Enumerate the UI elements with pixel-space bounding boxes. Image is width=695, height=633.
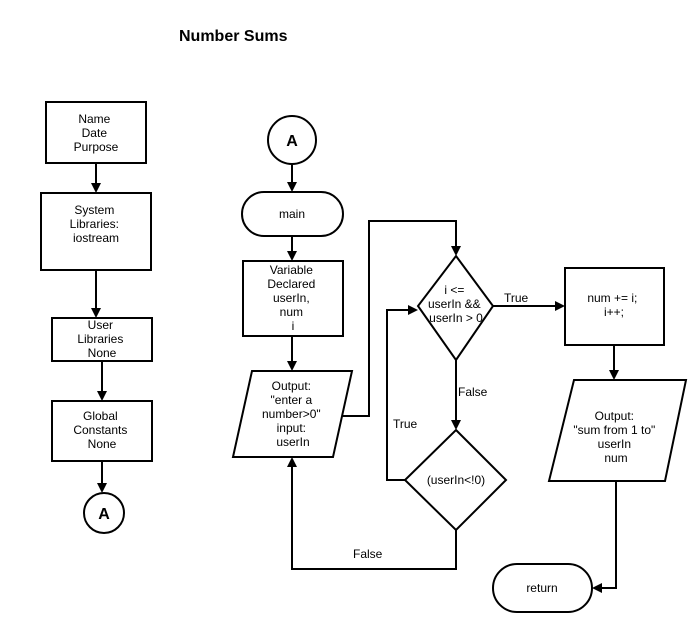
arrowhead [555,301,565,311]
input-output-label: Output: "enter a number>0" input: userIn [262,379,324,449]
edge-validate-true [386,309,409,481]
validate-true-label: True [393,417,418,431]
loop-false-label: False [458,385,488,399]
connector-out-label: A [98,506,110,523]
edge-io-to-loop [342,220,457,417]
result-output-label: Output: "sum from 1 to" userIn num [573,409,658,465]
connector-in-label: A [286,133,298,150]
system-libraries-label: System Libraries: iostream [70,203,123,245]
header-block-node [45,101,147,164]
input-output-node [231,370,354,458]
arrowhead [287,457,297,467]
validate-false-label: False [353,547,383,561]
arrowhead [97,391,107,401]
arrowhead [451,246,461,256]
connector-out-node [83,492,125,534]
arrowhead [91,308,101,318]
arrowhead [97,483,107,493]
variables-node [242,260,344,337]
user-libraries-label: User Libraries None [77,318,126,360]
loop-body-node [564,267,665,346]
return-terminal-label: return [526,581,557,595]
validate-condition-label: (userIn<!0) [427,473,485,487]
arrowhead [592,583,602,593]
global-constants-node [51,400,153,462]
user-libraries-node [51,317,153,362]
loop-condition-label: i <= userIn && userIn > 0 [428,283,484,325]
result-output-node [547,379,688,482]
main-terminal-label: main [279,207,305,221]
arrowhead [91,183,101,193]
edge-validate-false [291,466,457,570]
arrowhead [287,361,297,371]
chart-title: Number Sums [179,28,288,45]
arrowhead [287,251,297,261]
edge-output-to-return [601,481,617,589]
arrowhead [408,305,418,315]
arrowhead [451,420,461,430]
header-block-label: Name Date Purpose [74,112,119,154]
loop-body-label: num += i; i++; [587,291,640,319]
arrowhead [609,370,619,380]
variables-label: Variable Declared userIn, num i [267,263,318,333]
global-constants-label: Global Constants None [73,409,130,451]
arrowhead [287,182,297,192]
loop-true-label: True [504,291,529,305]
